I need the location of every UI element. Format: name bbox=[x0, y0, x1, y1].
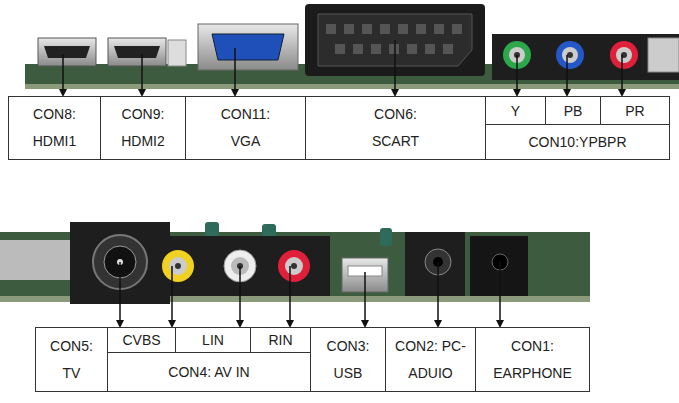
connector-label: PR bbox=[605, 102, 665, 120]
table-cell: PB bbox=[545, 96, 601, 125]
connector-label: CON10:YPBPR bbox=[488, 133, 668, 151]
connector-label: CON6: SCART bbox=[356, 101, 436, 155]
connector-label: PB bbox=[548, 102, 598, 120]
connector-label: CON1: EARPHONE bbox=[483, 333, 583, 387]
connector-label: CON9: HDMI2 bbox=[112, 101, 174, 155]
leader-arrows bbox=[120, 262, 500, 326]
connector-label: CON4: AV IN bbox=[109, 359, 309, 386]
connector-label: CON2: PC-ADUIO bbox=[388, 333, 474, 387]
connector-label: CON11: VGA bbox=[206, 101, 286, 155]
table-cell: CON6: SCART bbox=[305, 96, 486, 160]
table-cell: CON4: AV IN bbox=[107, 352, 311, 392]
connector-label: Y bbox=[491, 102, 541, 120]
table-cell: Y bbox=[485, 96, 546, 125]
table-cell: CVBS bbox=[107, 327, 176, 353]
table-cell: CON10:YPBPR bbox=[485, 124, 670, 160]
table-cell: CON2: PC-ADUIO bbox=[385, 327, 476, 392]
table-cell: CON3: USB bbox=[310, 327, 386, 392]
table-cell: RIN bbox=[250, 327, 311, 353]
table-cell: CON8: HDMI1 bbox=[8, 96, 101, 160]
connector-label: CON3: USB bbox=[318, 333, 378, 387]
table-cell: CON5: TV bbox=[35, 327, 108, 392]
connector-label: RIN bbox=[253, 331, 309, 349]
leader-arrows bbox=[63, 40, 622, 95]
table-cell: CON1: EARPHONE bbox=[475, 327, 590, 392]
connector-label: CON8: HDMI1 bbox=[24, 101, 86, 155]
table-cell: CON11: VGA bbox=[185, 96, 306, 160]
table-cell: PR bbox=[600, 96, 670, 125]
connector-label: LIN bbox=[181, 331, 245, 349]
connector-label: CON5: TV bbox=[44, 333, 100, 387]
table-cell: LIN bbox=[175, 327, 251, 353]
table-cell: CON9: HDMI2 bbox=[100, 96, 186, 160]
connector-label: CVBS bbox=[110, 331, 174, 349]
